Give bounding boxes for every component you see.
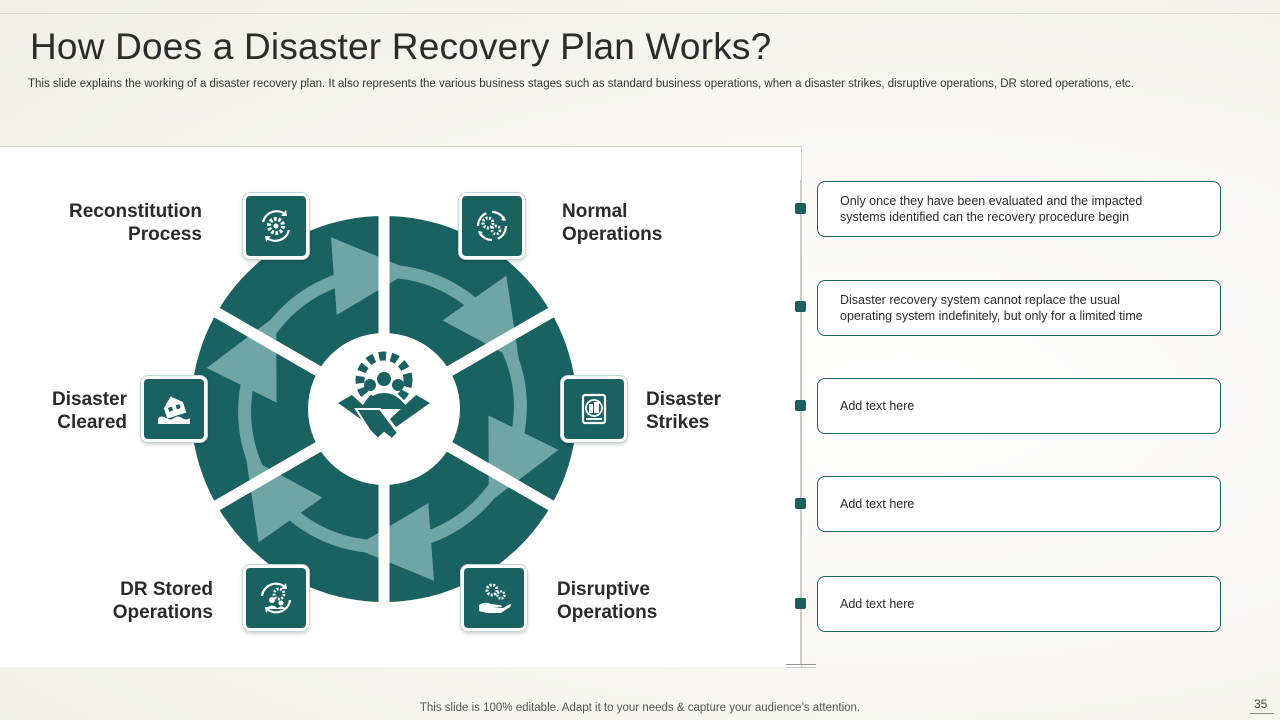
stage-label-dr-stored-operations: DR Stored Operations <box>112 579 213 623</box>
note-text: Only once they have been evaluated and t… <box>840 194 1143 224</box>
stage-label-disaster-cleared: Disaster Cleared <box>52 389 127 433</box>
timeline-base <box>786 664 816 665</box>
stage-label-disaster-strikes: Disaster Strikes <box>646 389 721 433</box>
timeline-marker <box>795 598 806 609</box>
hand-gear-icon <box>479 583 511 613</box>
gears-cycle-icon <box>476 210 508 242</box>
diagram-card: Normal Operations Disaster Strikes Disru… <box>0 146 802 667</box>
timeline-marker <box>795 498 806 509</box>
team-handshake-icon <box>338 351 430 441</box>
top-divider <box>0 13 1280 14</box>
note-box: Add text here <box>817 476 1221 532</box>
cycle-arrows <box>206 237 559 581</box>
note-box: Disaster recovery system cannot replace … <box>817 280 1221 336</box>
stage-tile-disruptive-operations <box>461 565 527 631</box>
building-document-icon <box>581 393 607 425</box>
stage-tile-disaster-cleared <box>141 376 207 442</box>
slide-subtitle: This slide explains the working of a dis… <box>28 78 1134 90</box>
timeline-line <box>800 180 801 665</box>
stage-label-normal-operations: Normal Operations <box>562 201 663 245</box>
timeline-marker <box>795 400 806 411</box>
stage-tile-normal-operations <box>459 193 525 259</box>
stage-label-disruptive-operations: Disruptive Operations <box>557 579 658 623</box>
recovery-cycle-diagram <box>191 207 577 611</box>
stage-tile-dr-stored-operations <box>243 565 309 631</box>
note-text: Add text here <box>840 597 915 611</box>
flooded-house-icon <box>158 396 190 424</box>
stage-label-reconstitution-process: Reconstitution Process <box>69 201 202 245</box>
stage-tile-disaster-strikes <box>561 376 627 442</box>
note-box: Only once they have been evaluated and t… <box>817 181 1221 237</box>
stage-tile-reconstitution-process <box>243 193 309 259</box>
gear-refresh-icon <box>261 210 291 242</box>
slide-title: How Does a Disaster Recovery Plan Works? <box>30 26 772 67</box>
timeline-base-shadow <box>786 667 816 668</box>
page-number: 35 <box>1254 697 1268 711</box>
timeline-marker <box>795 301 806 312</box>
note-text: Disaster recovery system cannot replace … <box>840 293 1143 323</box>
note-box: Add text here <box>817 378 1221 434</box>
note-text: Add text here <box>840 497 915 511</box>
page-number-underline <box>1250 713 1274 714</box>
note-box: Add text here <box>817 576 1221 632</box>
slide-footer: This slide is 100% editable. Adapt it to… <box>419 702 861 714</box>
note-text: Add text here <box>840 399 915 413</box>
people-gear-cycle-icon <box>260 582 292 614</box>
timeline-marker <box>795 203 806 214</box>
